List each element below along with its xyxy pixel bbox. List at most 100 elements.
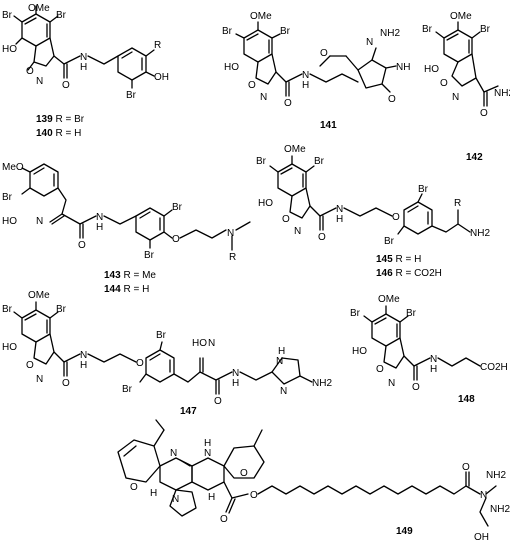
- atom-label: N: [227, 228, 234, 239]
- atom-label: R: [454, 198, 461, 209]
- atom-label: O: [284, 98, 292, 109]
- atom-label: O: [392, 212, 400, 223]
- compound-number: 149: [396, 526, 413, 537]
- atom-label: H: [204, 438, 211, 449]
- atom-label: Br: [2, 192, 13, 203]
- atom-label: N: [204, 448, 211, 459]
- atom-label: Br: [384, 236, 395, 247]
- atom-label: N: [80, 52, 87, 63]
- atom-label: O: [480, 108, 488, 119]
- atom-label: N: [232, 368, 239, 379]
- atom-label: OH: [154, 72, 169, 83]
- atom-label: O: [388, 94, 396, 105]
- atom-label: OMe: [250, 11, 272, 22]
- atom-label: MeO: [2, 162, 24, 173]
- structure-148: OMe Br Br HO O N O N H CO2H 148: [350, 294, 508, 405]
- atom-label: Br: [406, 308, 417, 319]
- atom-label: Br: [480, 24, 491, 35]
- atom-label: O: [26, 360, 34, 371]
- atom-label: H: [232, 378, 239, 389]
- atom-label: Br: [256, 156, 267, 167]
- atom-label: N: [280, 386, 287, 397]
- atom-label: N: [260, 92, 267, 103]
- atom-label: R: [154, 40, 161, 51]
- atom-label: N: [208, 338, 215, 349]
- atom-label: O: [248, 80, 256, 91]
- atom-label: HO: [2, 216, 17, 227]
- structure-139-140: OMe Br Br HO O N O N H R OH Br 139 R = B…: [2, 3, 169, 139]
- atom-label: N: [388, 378, 395, 389]
- atom-label: NH2: [470, 228, 490, 239]
- atom-label: Br: [126, 90, 137, 101]
- atom-label: O: [412, 382, 420, 393]
- atom-label: N: [170, 448, 177, 459]
- atom-label: Br: [2, 10, 13, 21]
- structure-149: O N N H O N H H O O O N NH2 NH2 OH 149: [117, 419, 510, 543]
- compound-number: 148: [458, 394, 475, 405]
- atom-label: N: [36, 374, 43, 385]
- atom-label: NH2: [494, 88, 510, 99]
- structure-142: OMe Br Br HO O N O NH2 142: [422, 11, 510, 163]
- compound-number: 143 R = Me: [104, 270, 156, 281]
- atom-label: O: [220, 514, 228, 525]
- atom-label: Br: [418, 184, 429, 195]
- atom-label: Br: [280, 26, 291, 37]
- atom-label: H: [208, 492, 215, 503]
- atom-label: N: [336, 204, 343, 215]
- compound-number: 140 R = H: [36, 128, 81, 139]
- structure-147: OMe Br Br HO O N O N H O Br Br HO N O N …: [2, 290, 332, 417]
- atom-label: N: [366, 37, 373, 48]
- atom-label: H: [80, 62, 87, 73]
- atom-label: Br: [314, 156, 325, 167]
- atom-label: N: [302, 70, 309, 81]
- compound-number: 145 R = H: [376, 254, 421, 265]
- atom-label: O: [214, 396, 222, 407]
- atom-label: O: [78, 240, 86, 251]
- atom-label: H: [150, 488, 157, 499]
- atom-label: N: [36, 76, 43, 87]
- atom-label: O: [240, 468, 248, 479]
- atom-label: O: [136, 358, 144, 369]
- atom-label: N: [480, 490, 487, 501]
- atom-label: OMe: [284, 144, 306, 155]
- atom-label: OMe: [378, 294, 400, 305]
- atom-label: O: [440, 78, 448, 89]
- atom-label: H: [278, 346, 285, 357]
- compound-number: 146 R = CO2H: [376, 268, 442, 279]
- atom-label: NH2: [312, 378, 332, 389]
- atom-label: O: [130, 482, 138, 493]
- atom-label: O: [26, 66, 34, 77]
- atom-label: Br: [156, 330, 167, 341]
- structure-141: OMe Br Br HO O N O N H N NH2 NH O O 141: [222, 11, 410, 131]
- atom-label: N: [172, 494, 179, 505]
- atom-label: Br: [56, 10, 67, 21]
- compound-number: 139 R = Br: [36, 114, 85, 125]
- atom-label: O: [376, 364, 384, 375]
- atom-label: N: [96, 212, 103, 223]
- atom-label: H: [80, 360, 87, 371]
- atom-label: O: [62, 378, 70, 389]
- compound-number: 144 R = H: [104, 284, 149, 295]
- atom-label: NH2: [490, 504, 510, 515]
- atom-label: N: [80, 350, 87, 361]
- structure-143-144: MeO Br HO N O N H Br Br O N R 143 R = Me…: [2, 162, 251, 295]
- atom-label: Br: [2, 304, 13, 315]
- atom-label: O: [318, 232, 326, 243]
- atom-label: Br: [350, 308, 361, 319]
- atom-label: N: [294, 226, 301, 237]
- atom-label: O: [462, 462, 470, 473]
- atom-label: O: [172, 234, 180, 245]
- atom-label: H: [430, 364, 437, 375]
- atom-label: O: [282, 214, 290, 225]
- atom-label: HO: [224, 62, 239, 73]
- atom-label: HO: [352, 346, 367, 357]
- atom-label: Br: [422, 24, 433, 35]
- atom-label: N: [430, 354, 437, 365]
- atom-label: HO: [192, 338, 207, 349]
- compound-number: 142: [466, 152, 483, 163]
- atom-label: H: [96, 222, 103, 233]
- atom-label: Br: [56, 304, 67, 315]
- atom-label: OH: [474, 532, 489, 543]
- atom-label: N: [276, 356, 283, 367]
